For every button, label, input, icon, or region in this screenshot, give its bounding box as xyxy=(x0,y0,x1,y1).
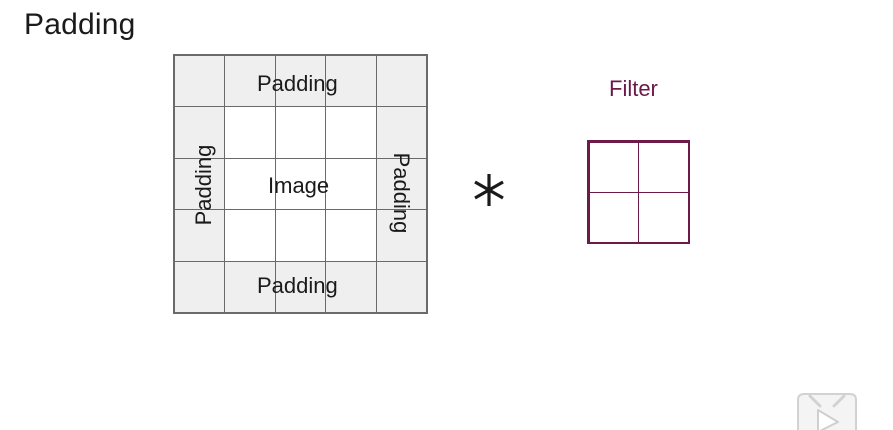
padding-cell xyxy=(274,260,327,314)
image-cell xyxy=(224,106,276,159)
padding-left-label: Padding xyxy=(191,144,216,226)
padding-cell xyxy=(375,157,428,211)
padding-cell xyxy=(224,54,276,108)
image-cell xyxy=(325,157,377,211)
padding-top-label: Padding xyxy=(257,71,338,96)
filter-cell xyxy=(588,191,639,243)
convolution-operator-icon: * xyxy=(474,174,504,206)
image-cell xyxy=(224,209,276,262)
padded-image-grid xyxy=(173,54,428,314)
filter-cell xyxy=(638,141,689,193)
image-cell xyxy=(274,106,327,159)
padding-cell xyxy=(173,260,226,314)
slide-title: Padding xyxy=(24,8,136,41)
play-icon[interactable] xyxy=(792,392,862,430)
filter-cell xyxy=(638,191,689,243)
filter-grid xyxy=(587,140,690,244)
padding-cell xyxy=(375,54,428,108)
padding-cell xyxy=(173,106,226,159)
image-cell xyxy=(325,209,377,262)
padding-bottom-label: Padding xyxy=(257,273,338,298)
image-cell xyxy=(274,157,327,211)
padding-cell xyxy=(375,260,428,314)
image-cell xyxy=(224,157,276,211)
image-cell xyxy=(274,209,327,262)
padding-cell xyxy=(173,157,226,211)
padding-cell xyxy=(375,106,428,159)
filter-cell xyxy=(588,141,639,193)
filter-label: Filter xyxy=(609,76,658,101)
padding-right-label: Padding xyxy=(389,152,414,234)
image-cell xyxy=(325,106,377,159)
padding-cell xyxy=(224,260,276,314)
padding-cell xyxy=(173,54,226,108)
image-label: Image xyxy=(268,173,330,198)
